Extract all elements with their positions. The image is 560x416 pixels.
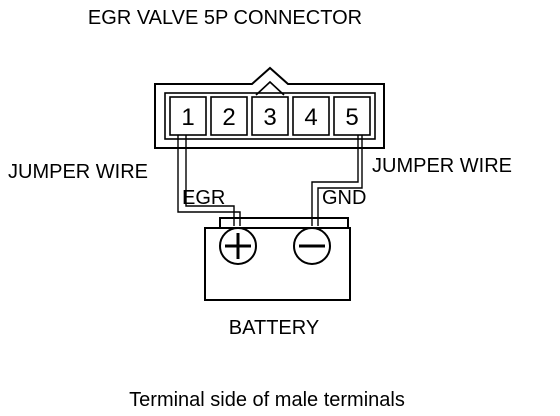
- egr-valve-connector: [154, 66, 385, 149]
- pin-number-5: 5: [345, 104, 358, 131]
- connector-pin-cells: [169, 96, 371, 136]
- pin-cell-1: [169, 96, 207, 136]
- plus-icon: [219, 227, 257, 265]
- egr-label: EGR: [182, 187, 225, 209]
- gnd-label: GND: [322, 187, 366, 209]
- pin-cell-2: [210, 96, 248, 136]
- pin-number-3: 3: [263, 104, 276, 131]
- jumper-wire-right-label: JUMPER WIRE: [372, 155, 512, 177]
- jumper-wire-right: [311, 135, 363, 226]
- pin-number-4: 4: [304, 104, 317, 131]
- diagram-caption: Terminal side of male terminals: [129, 389, 405, 411]
- diagram-title: EGR VALVE 5P CONNECTOR: [88, 7, 362, 29]
- pin-number-2: 2: [222, 104, 235, 131]
- pin-cell-3: [251, 96, 289, 136]
- jumper-wire-left-label: JUMPER WIRE: [8, 161, 148, 183]
- battery-label: BATTERY: [229, 317, 319, 339]
- pin-number-1: 1: [181, 104, 194, 131]
- battery: [204, 217, 351, 301]
- minus-icon: [293, 227, 331, 265]
- pin-cell-5: [333, 96, 371, 136]
- pin-cell-4: [292, 96, 330, 136]
